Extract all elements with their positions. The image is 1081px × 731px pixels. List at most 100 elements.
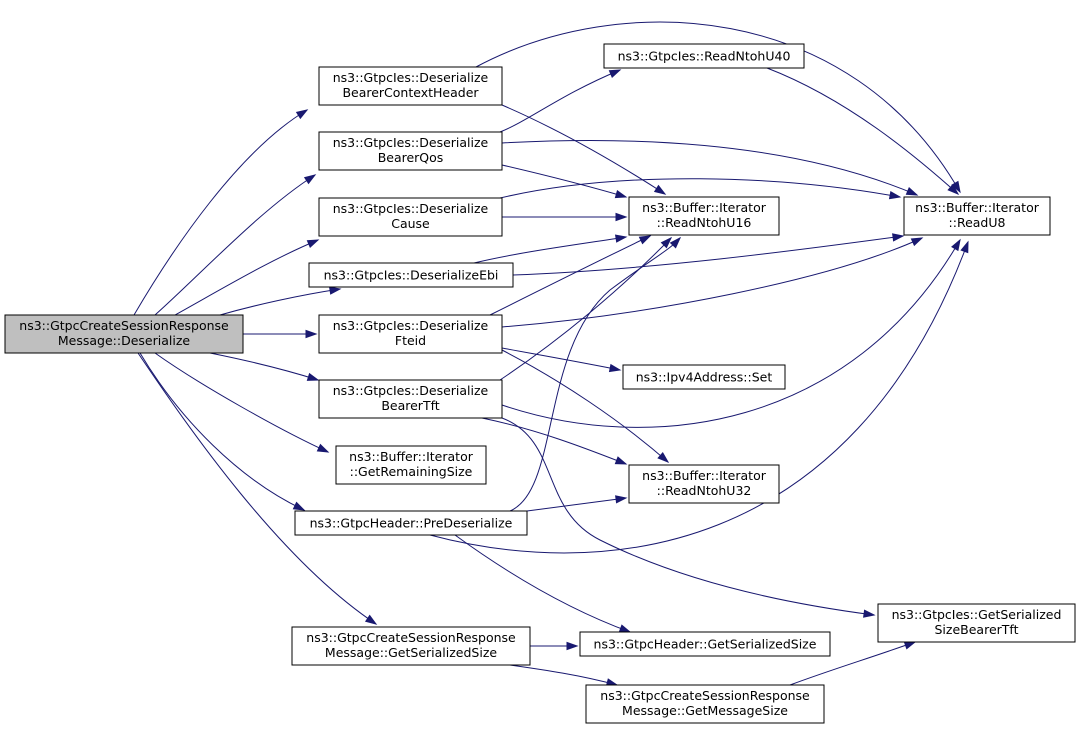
node-label-line: Cause — [391, 216, 430, 231]
node-label-line: SizeBearerTft — [935, 622, 1019, 637]
arrowhead-icon — [903, 641, 917, 650]
edge-line — [137, 352, 377, 625]
arrowhead-icon — [306, 372, 320, 381]
edge-predeser-to-u8 — [429, 240, 969, 554]
node-label-line: ns3::GtpcCreateSessionResponse — [19, 318, 229, 333]
node-label-line: ns3::GtpcIes::GetSerialized — [892, 607, 1062, 622]
node-label-line: ns3::GtpcHeader::GetSerializedSize — [594, 637, 817, 652]
arrowhead-icon — [951, 238, 961, 252]
node-label-line: ns3::GtpcIes::Deserialize — [333, 201, 489, 216]
edge-bearer_tft-to-ser_tft — [501, 417, 876, 618]
edge-root-to-bearer_ctx — [133, 109, 309, 316]
node-box — [318, 66, 503, 106]
arrowhead-icon — [608, 69, 622, 78]
node-label-line: Message::GetMessageSize — [622, 703, 788, 718]
edge-line — [501, 239, 961, 428]
edge-line — [174, 239, 319, 316]
arrowhead-icon — [615, 495, 628, 504]
edge-line — [209, 352, 319, 381]
edge-line — [481, 417, 627, 465]
edge-line — [509, 664, 618, 686]
node-label-line: ns3::GtpcIes::Deserialize — [333, 318, 489, 333]
edge-line — [154, 352, 329, 453]
arrowhead-icon — [669, 236, 682, 249]
node-label-line: ns3::GtpcIes::DeserializeEbi — [324, 268, 499, 283]
node-label-line: ns3::Buffer::Iterator — [349, 449, 474, 464]
node-ipv4set[interactable]: ns3::Ipv4Address::Set — [622, 364, 786, 390]
edge-predeser-to-u32 — [526, 495, 628, 512]
edge-line — [154, 174, 316, 316]
edge-getser_msg-to-msgsize — [509, 664, 619, 687]
arrowhead-icon — [364, 614, 378, 625]
edge-root-to-remaining — [154, 352, 330, 453]
arrowhead-icon — [910, 237, 924, 247]
node-box — [628, 196, 780, 236]
node-ebi[interactable]: ns3::GtpcIes::DeserializeEbi — [308, 262, 514, 288]
edge-line — [139, 352, 305, 511]
arrowhead-icon — [947, 183, 960, 196]
node-msgsize[interactable]: ns3::GtpcCreateSessionResponseMessage::G… — [585, 684, 825, 724]
node-label-line: ::ReadNtohU16 — [657, 215, 752, 230]
node-root: ns3::GtpcCreateSessionResponseMessage::D… — [4, 314, 244, 354]
edge-bearer_ctx-to-u16 — [501, 104, 667, 195]
edge-line — [526, 497, 627, 512]
arrowhead-icon — [608, 363, 622, 373]
arrowhead-icon — [303, 174, 317, 185]
arrowhead-icon — [657, 451, 670, 463]
arrowhead-icon — [316, 443, 330, 453]
edge-line — [133, 109, 308, 316]
edge-cause-to-u16 — [502, 212, 628, 222]
node-bearer-ctx[interactable]: ns3::GtpcIes::DeserializeBearerContextHe… — [318, 66, 503, 106]
edge-predeser-to-u16 — [509, 236, 682, 512]
edge-root-to-bearer_qos — [154, 174, 317, 316]
node-label-line: ns3::Ipv4Address::Set — [636, 370, 773, 385]
node-remaining[interactable]: ns3::Buffer::Iterator::GetRemainingSize — [335, 445, 487, 485]
edge-line — [473, 236, 627, 264]
edge-bearer_qos-to-u8 — [501, 140, 919, 196]
edge-line — [501, 164, 627, 198]
node-u16[interactable]: ns3::Buffer::Iterator::ReadNtohU16 — [628, 196, 780, 236]
node-hdr-getser[interactable]: ns3::GtpcHeader::GetSerializedSize — [579, 631, 831, 657]
node-label-line: ns3::GtpcCreateSessionResponse — [600, 688, 810, 703]
node-u8[interactable]: ns3::Buffer::Iterator::ReadU8 — [903, 196, 1051, 236]
arrowhead-icon — [618, 624, 632, 633]
edge-root-to-getser_msg — [137, 352, 378, 625]
edge-bearer_qos-to-u16 — [501, 164, 628, 199]
node-getser-msg[interactable]: ns3::GtpcCreateSessionResponseMessage::G… — [291, 626, 531, 666]
node-label-line: BearerQos — [378, 150, 444, 165]
edge-fteid-to-u16 — [489, 235, 652, 316]
arrowhead-icon — [951, 180, 961, 194]
node-label-line: ::ReadU8 — [949, 215, 1006, 230]
node-u40[interactable]: ns3::GtpcIes::ReadNtohU40 — [603, 43, 805, 69]
edge-line — [501, 347, 621, 371]
edge-u40-to-u8 — [766, 67, 960, 196]
edge-line — [501, 417, 875, 616]
node-u32[interactable]: ns3::Buffer::Iterator::ReadNtohU32 — [628, 464, 780, 504]
edge-predeser-to-hdr_getser — [454, 534, 632, 633]
node-box — [318, 379, 503, 419]
node-box — [903, 196, 1051, 236]
node-label-line: ns3::GtpcIes::Deserialize — [333, 70, 489, 85]
node-box — [622, 364, 786, 390]
edge-fteid-to-u8 — [501, 237, 924, 328]
arrowhead-icon — [306, 239, 320, 248]
arrowhead-icon — [653, 184, 667, 195]
node-label-line: ns3::GtpcHeader::PreDeserialize — [310, 516, 513, 531]
edge-line — [499, 178, 901, 199]
node-box — [4, 314, 244, 354]
node-predeser[interactable]: ns3::GtpcHeader::PreDeserialize — [294, 510, 528, 536]
edge-line — [501, 349, 669, 463]
edge-root-to-bearer_tft — [209, 352, 320, 381]
edge-bearer_tft-to-u32 — [481, 417, 628, 465]
edge-getser_msg-to-hdr_getser — [530, 641, 579, 651]
edge-line — [454, 534, 631, 633]
arrowhead-icon — [614, 456, 628, 465]
edge-line — [429, 241, 969, 554]
node-label-line: ::GetRemainingSize — [350, 464, 473, 479]
edge-line — [489, 235, 651, 316]
